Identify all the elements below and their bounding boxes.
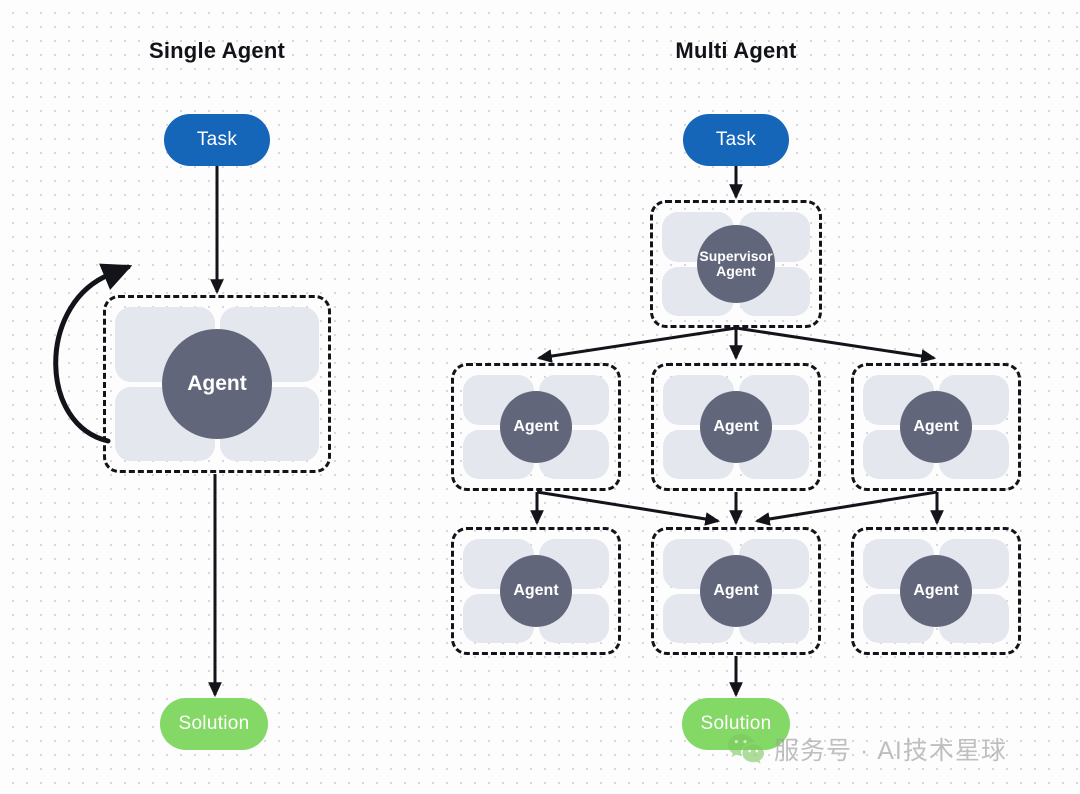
watermark-text: 服务号 · AI技术星球 [774, 737, 1007, 765]
node-multi-solution-label: Solution [700, 713, 772, 734]
section-title-multi-agent: Multi Agent [675, 38, 797, 63]
node-single-task[interactable]: Task [164, 114, 270, 166]
edge-supervisor-to-agent-r1c1 [536, 326, 737, 363]
edge-supervisor-to-agent-r1c3 [735, 326, 937, 363]
node-agent-r2c2[interactable]: Agent [651, 527, 821, 655]
node-agent-r1c1-label: Agent [513, 418, 559, 436]
node-agent-r1c3[interactable]: Agent [851, 363, 1021, 491]
watermark: 服务号 · AI技术星球 [727, 731, 1007, 767]
section-title-single-agent: Single Agent [148, 38, 286, 63]
node-supervisor-agent-label-line2: Agent [716, 263, 756, 279]
node-single-solution-label: Solution [178, 713, 250, 734]
node-agent-r1c2[interactable]: Agent [651, 363, 821, 491]
agent-core: Agent [500, 391, 572, 463]
node-single-agent[interactable]: Agent [103, 295, 331, 473]
node-supervisor-agent-label-line1: Supervisor [699, 247, 773, 264]
agent-core: Agent [900, 391, 972, 463]
agent-core: Agent [162, 329, 272, 439]
node-agent-r2c1[interactable]: Agent [451, 527, 621, 655]
agent-core: Agent [700, 555, 772, 627]
node-agent-r1c1[interactable]: Agent [451, 363, 621, 491]
edge-agent-r1c3-to-agent-r2c2 [754, 490, 938, 526]
agent-core: Supervisor Agent [697, 225, 775, 303]
node-multi-task[interactable]: Task [683, 114, 789, 166]
edge-agent-r1c1-to-agent-r2c2 [536, 490, 721, 526]
node-agent-r2c3[interactable]: Agent [851, 527, 1021, 655]
node-multi-task-label: Task [715, 129, 757, 150]
node-agent-r2c1-label: Agent [513, 582, 559, 600]
node-single-agent-label: Agent [187, 371, 247, 395]
agent-core: Agent [700, 391, 772, 463]
wechat-icon [728, 734, 764, 764]
agent-core: Agent [500, 555, 572, 627]
node-agent-r2c2-label: Agent [713, 582, 759, 600]
node-single-solution[interactable]: Solution [160, 698, 268, 750]
node-agent-r2c3-label: Agent [913, 582, 959, 600]
agent-core: Agent [900, 555, 972, 627]
node-agent-r1c3-label: Agent [913, 418, 959, 436]
node-agent-r1c2-label: Agent [713, 418, 759, 436]
node-single-task-label: Task [196, 129, 238, 150]
node-supervisor-agent[interactable]: Supervisor Agent [650, 200, 822, 328]
